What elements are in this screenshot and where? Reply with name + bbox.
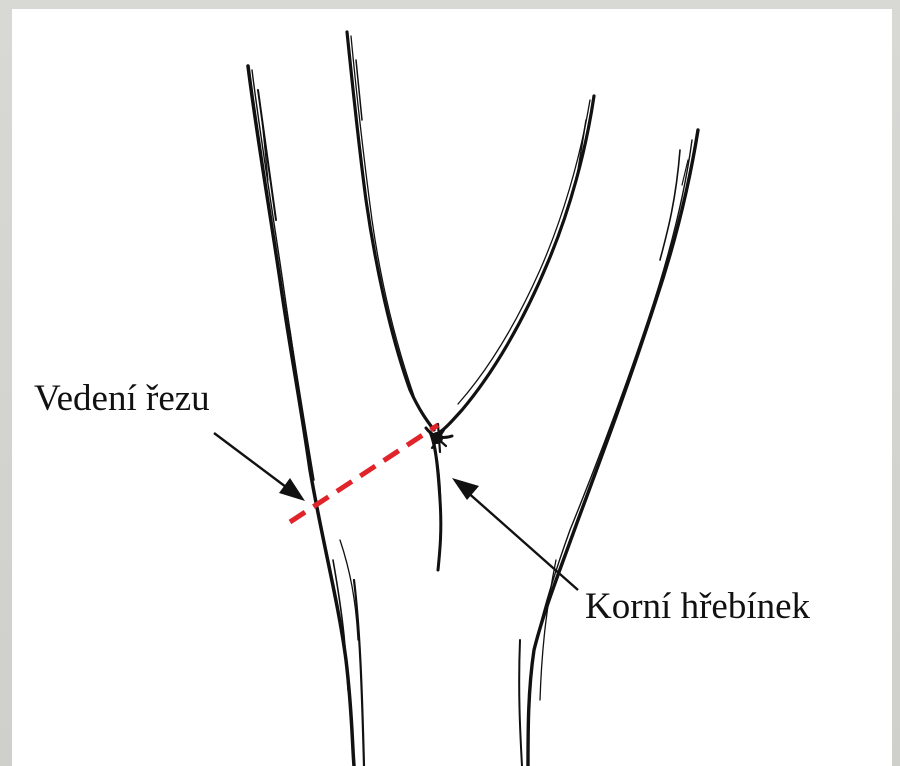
- left-stem-outer-edge: [248, 66, 354, 766]
- bark-ridge-label: Korní hřebínek: [585, 588, 810, 625]
- tree-outline: [248, 32, 698, 766]
- cut-arrow: [214, 433, 305, 501]
- middle-branch: [347, 32, 434, 430]
- bark-ridge-arrow: [452, 478, 578, 590]
- upper-right-branch: [440, 96, 594, 432]
- cut-line-label: Vedení řezu: [34, 380, 210, 417]
- right-trunk-edge: [528, 130, 698, 766]
